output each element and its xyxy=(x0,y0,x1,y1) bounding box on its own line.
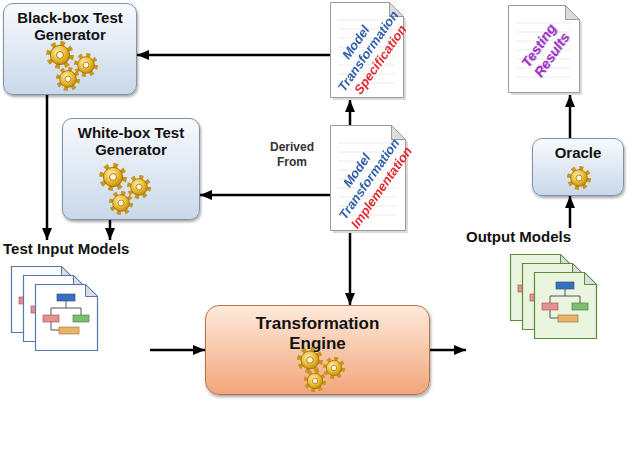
model-stack: Output Models xyxy=(466,228,636,360)
flow-arrow xyxy=(109,220,112,240)
node-label: Black-box Test Generator xyxy=(4,4,136,44)
edge-label: Derived From xyxy=(262,140,322,170)
tree-box xyxy=(73,315,89,322)
tree-box xyxy=(43,315,59,322)
page-fold xyxy=(566,6,580,20)
page-body xyxy=(36,285,98,351)
flow-arrow xyxy=(150,349,205,352)
document-icon: Testing Results xyxy=(508,5,582,95)
node-label: Output Models xyxy=(466,228,636,246)
generator-box: Black-box Test Generator xyxy=(3,3,137,95)
flow-arrow xyxy=(137,54,330,57)
flow-arrow xyxy=(349,100,352,125)
tree-box xyxy=(556,282,574,289)
stack-outline xyxy=(3,240,150,362)
document-icon: Model Transformation Specification xyxy=(330,2,406,100)
flow-arrow xyxy=(569,196,572,228)
tree-box xyxy=(572,303,588,310)
flow-arrow xyxy=(46,95,49,240)
model-page xyxy=(535,273,597,339)
node-label: Transformation Engine xyxy=(243,314,393,355)
engine-box: Transformation Engine xyxy=(205,305,430,395)
page-body xyxy=(509,6,580,93)
flow-arrow xyxy=(349,233,352,305)
oracle-box: Oracle xyxy=(532,138,624,196)
flow-arrow xyxy=(200,194,330,197)
model-page xyxy=(36,285,98,351)
tree-box xyxy=(59,327,79,334)
tree-box xyxy=(558,315,578,322)
flow-arrow xyxy=(569,95,572,138)
node-label: Oracle xyxy=(533,139,623,161)
document-icon: Model Transformation Implementation xyxy=(330,125,408,233)
node-label: Test Input Models xyxy=(3,240,150,258)
generator-box: White-box Test Generator xyxy=(62,118,200,220)
node-label: White-box Test Generator xyxy=(63,119,199,159)
tree-box xyxy=(57,294,75,301)
page-fold xyxy=(585,273,597,285)
flow-arrow xyxy=(430,349,466,352)
model-stack: Test Input Models xyxy=(3,240,150,362)
stack-outline xyxy=(466,228,636,360)
page-body xyxy=(535,273,597,339)
page-fold xyxy=(86,285,98,297)
tree-box xyxy=(542,303,558,310)
